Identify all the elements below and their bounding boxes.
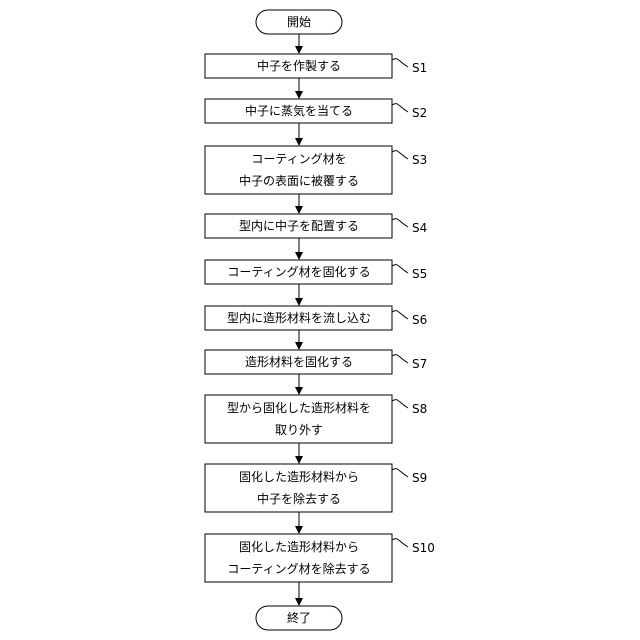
step-text-line: 型内に造形材料を流し込む — [227, 311, 371, 325]
step-text-line: コーティング材を — [251, 152, 346, 166]
step-s7: 造形材料を固化する S7 — [205, 350, 427, 374]
step-s4: 型内に中子を配置する S4 — [205, 214, 427, 238]
step-leader-line — [392, 355, 408, 363]
step-id-label: S4 — [412, 221, 427, 235]
step-id-label: S5 — [412, 267, 427, 281]
step-id-label: S8 — [412, 402, 427, 416]
step-text-line: 型から固化した造形材料を — [227, 401, 371, 415]
step-text-line: 中子の表面に被覆する — [239, 173, 359, 188]
step-text-line: 型内に中子を配置する — [239, 218, 359, 233]
step-leader-line — [392, 311, 408, 319]
step-id-label: S2 — [412, 106, 427, 120]
step-id-label: S9 — [412, 471, 427, 485]
step-s9: 固化した造形材料から中子を除去する S9 — [205, 464, 427, 512]
step-text-line: 固化した造形材料から — [239, 540, 359, 554]
step-text-line: 中子を除去する — [257, 491, 341, 506]
end-terminal: 終了 — [256, 606, 342, 630]
step-id-label: S7 — [412, 357, 427, 371]
step-text-line: 中子を作製する — [257, 58, 341, 73]
step-s3: コーティング材を中子の表面に被覆する S3 — [205, 146, 427, 194]
process-steps: 中子を作製する S1 中子に蒸気を当てる S2 コーティング材を中子の表面に被覆する S3… — [205, 34, 435, 605]
step-leader-line — [392, 104, 408, 112]
step-leader-line — [392, 265, 408, 273]
step-leader-line — [392, 219, 408, 227]
end-label: 終了 — [287, 610, 311, 625]
step-text-line: コーティング材を除去する — [227, 561, 370, 576]
step-text-line: 取り外す — [275, 423, 323, 437]
step-s5: コーティング材を固化する S5 — [205, 260, 427, 284]
step-text-line: 固化した造形材料から — [239, 470, 359, 484]
start-terminal: 開始 — [256, 10, 342, 34]
step-s8: 型から固化した造形材料を取り外す S8 — [205, 395, 427, 443]
step-s6: 型内に造形材料を流し込む S6 — [205, 306, 427, 330]
step-leader-line — [392, 400, 408, 408]
step-text-line: 造形材料を固化する — [245, 355, 353, 369]
step-id-label: S10 — [412, 541, 435, 555]
step-leader-line — [392, 59, 408, 67]
step-id-label: S6 — [412, 313, 427, 327]
step-leader-line — [392, 469, 408, 477]
step-s1: 中子を作製する S1 — [205, 54, 427, 78]
step-leader-line — [392, 539, 408, 547]
step-s2: 中子に蒸気を当てる S2 — [205, 99, 427, 123]
step-id-label: S1 — [412, 61, 427, 75]
step-text-line: コーティング材を固化する — [227, 265, 370, 279]
step-text-line: 中子に蒸気を当てる — [245, 103, 353, 118]
start-label: 開始 — [287, 15, 311, 29]
step-leader-line — [392, 151, 408, 159]
step-s10: 固化した造形材料からコーティング材を除去する S10 — [205, 534, 435, 582]
step-id-label: S3 — [412, 153, 427, 167]
